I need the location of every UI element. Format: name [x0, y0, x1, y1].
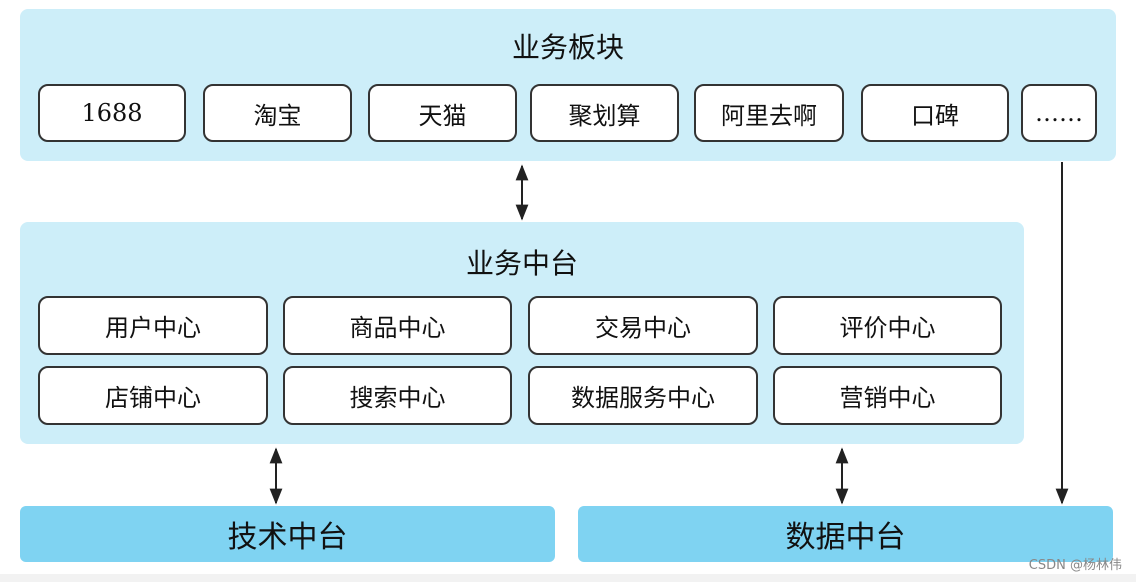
business-middle-panel: 业务中台 用户中心 商品中心 交易中心 评价中心 店铺中心 搜索中心 数据服务中…	[20, 222, 1024, 444]
segment-box-taobao: 淘宝	[203, 84, 352, 142]
csdn-watermark: CSDN @杨林伟	[1028, 558, 1122, 573]
center-box-search: 搜索中心	[283, 366, 512, 425]
bottom-strip	[0, 574, 1136, 582]
segment-box-alitrip: 阿里去啊	[694, 84, 844, 142]
business-segments-title: 业务板块	[511, 31, 624, 64]
tech-middle-bar: 技术中台	[20, 506, 555, 562]
center-box-marketing: 营销中心	[773, 366, 1002, 425]
segment-box-1688: 1688	[38, 84, 186, 142]
business-middle-title: 业务中台	[465, 247, 578, 280]
data-middle-bar: 数据中台	[578, 506, 1113, 562]
business-segments-panel: 业务板块 1688 淘宝 天猫 聚划算 阿里去啊 口碑 ……	[20, 9, 1116, 161]
segment-box-koubei: 口碑	[861, 84, 1009, 142]
center-box-data-service: 数据服务中心	[528, 366, 758, 425]
center-box-product: 商品中心	[283, 296, 512, 355]
center-box-review: 评价中心	[773, 296, 1002, 355]
center-box-trade: 交易中心	[528, 296, 758, 355]
center-box-user: 用户中心	[38, 296, 268, 355]
segment-box-juhuasuan: 聚划算	[530, 84, 679, 142]
segment-box-more: ……	[1021, 84, 1097, 142]
segment-box-tmall: 天猫	[368, 84, 517, 142]
center-box-shop: 店铺中心	[38, 366, 268, 425]
